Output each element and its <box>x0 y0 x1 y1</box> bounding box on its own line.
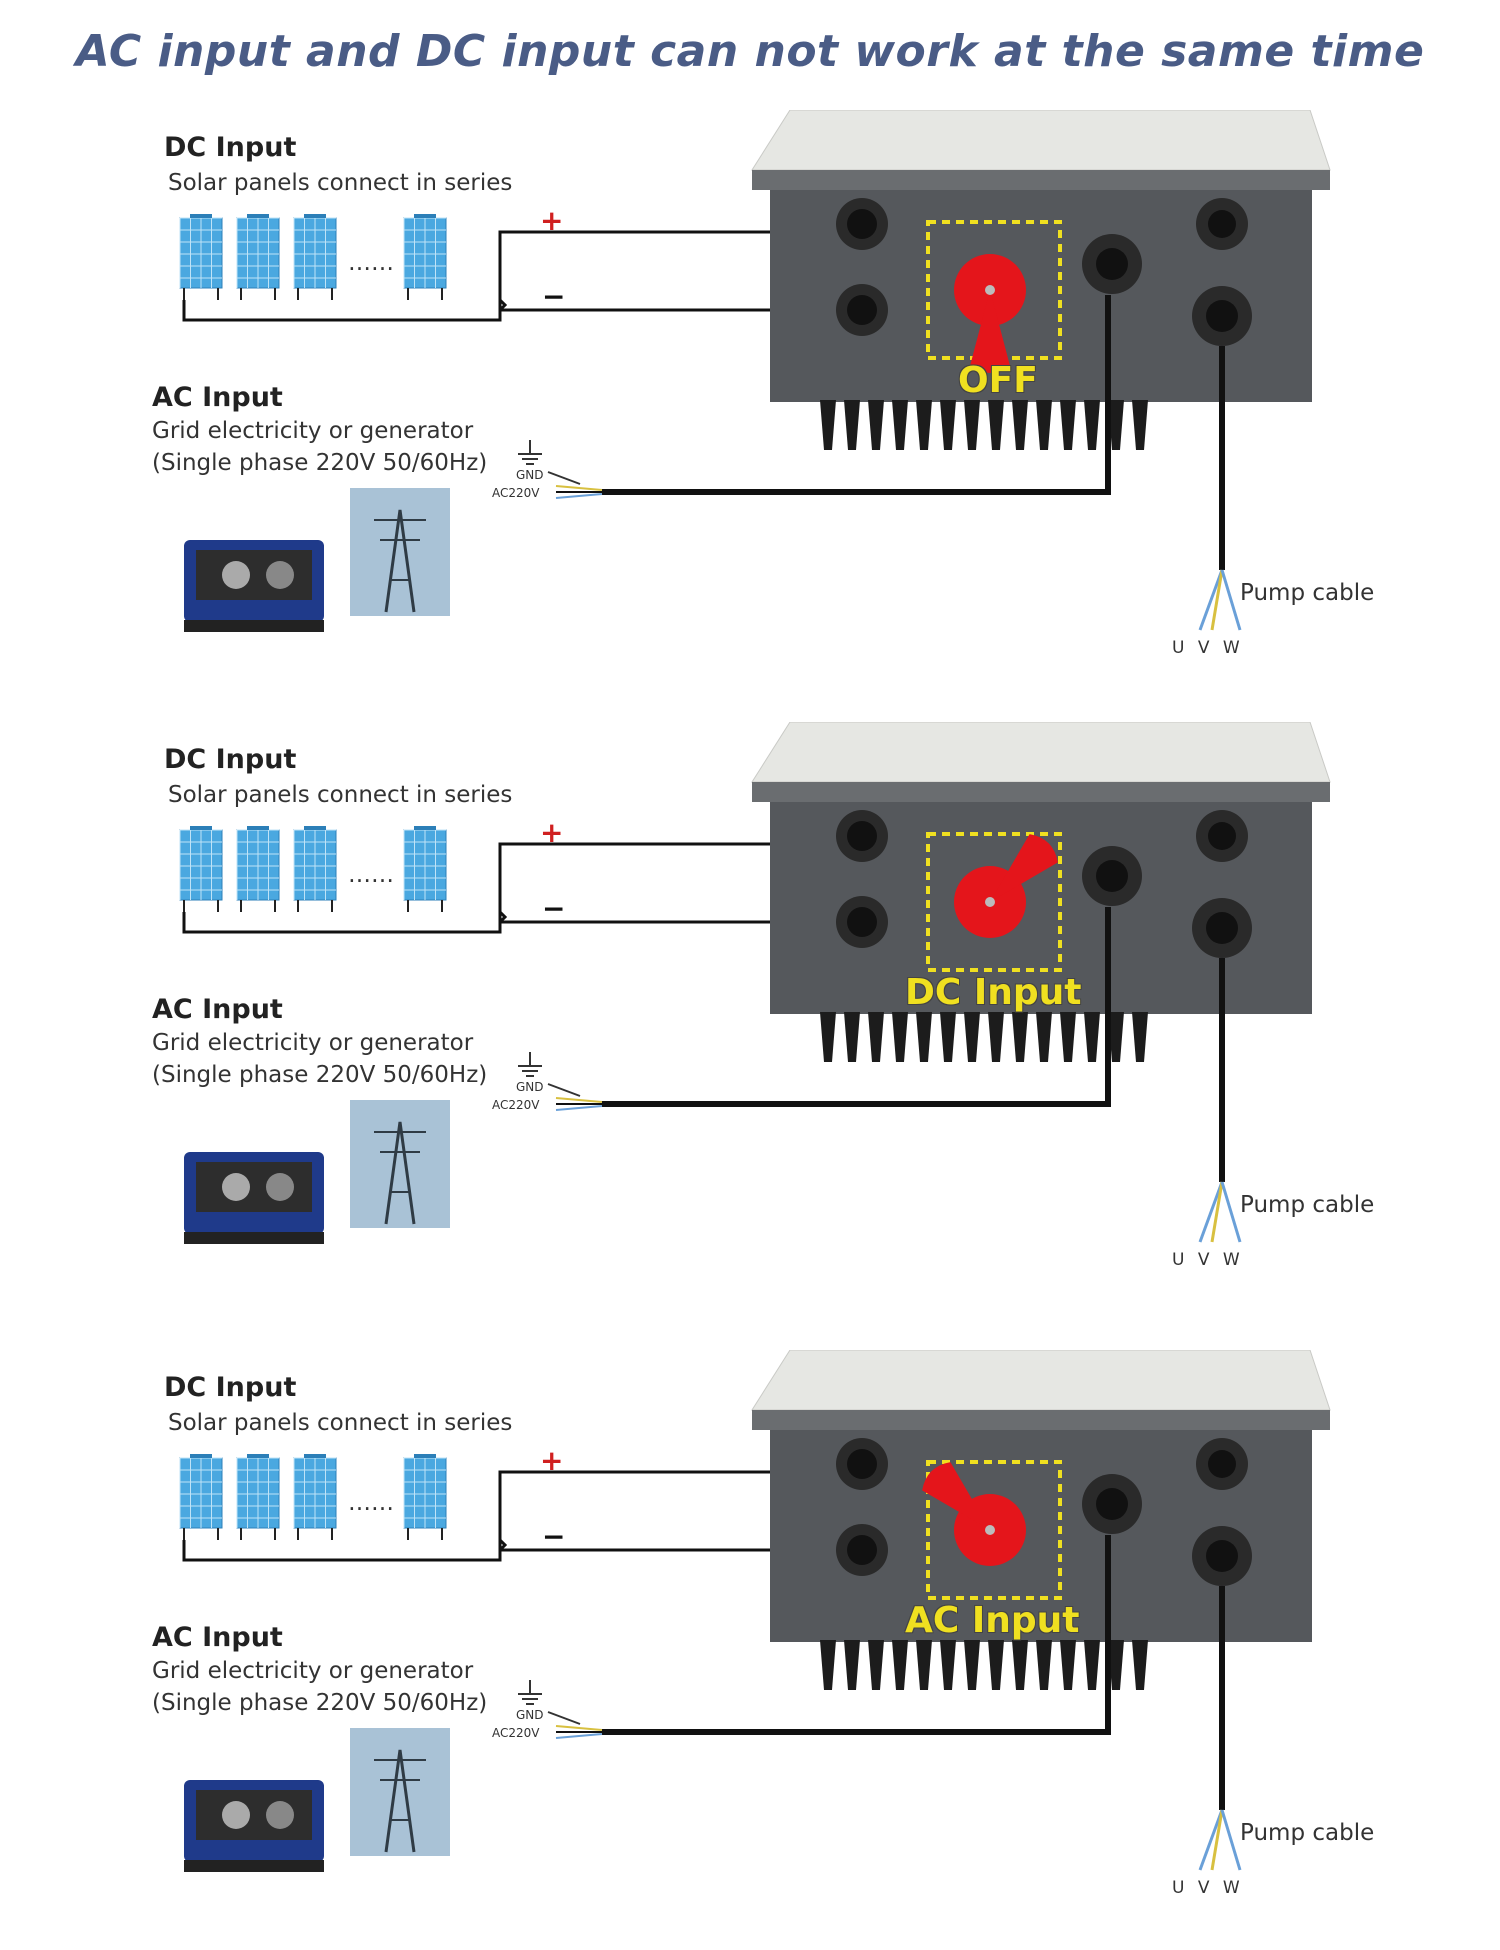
wiring-panel-dc-input: DC Input Solar panels connect in series … <box>0 722 1500 1322</box>
panels-ellipsis: …… <box>348 862 394 888</box>
ac-input-title: AC Input <box>152 382 283 413</box>
uvw-label: U V W <box>1172 1250 1244 1270</box>
solar-panel-icon <box>404 214 446 300</box>
power-tower-icon <box>350 1728 450 1856</box>
pump-cable-label: Pump cable <box>1240 1820 1374 1846</box>
gnd-label: GND <box>516 1080 544 1094</box>
gnd-label: GND <box>516 1708 544 1722</box>
ac-input-line1: Grid electricity or generator <box>152 1030 473 1056</box>
switch-state-label: OFF <box>958 360 1038 401</box>
ac220v-label: AC220V <box>492 486 540 500</box>
ac-input-line2: (Single phase 220V 50/60Hz) <box>152 1690 487 1716</box>
switch-state-label: DC Input <box>905 972 1081 1013</box>
power-tower-icon <box>350 1100 450 1228</box>
solar-panel-icon <box>294 826 336 912</box>
inverter-icon <box>752 110 1330 450</box>
uvw-label: U V W <box>1172 638 1244 658</box>
solar-panel-icon <box>180 826 222 912</box>
ac-input-line1: Grid electricity or generator <box>152 418 473 444</box>
dc-input-title: DC Input <box>164 744 296 775</box>
panels-ellipsis: …… <box>348 250 394 276</box>
ac-input-title: AC Input <box>152 1622 283 1653</box>
ac-input-line2: (Single phase 220V 50/60Hz) <box>152 450 487 476</box>
generator-icon <box>184 540 324 632</box>
page-title: AC input and DC input can not work at th… <box>0 26 1500 77</box>
panels-ellipsis: …… <box>348 1490 394 1516</box>
ac220v-label: AC220V <box>492 1726 540 1740</box>
solar-panel-icon <box>237 214 279 300</box>
ac-input-line2: (Single phase 220V 50/60Hz) <box>152 1062 487 1088</box>
dc-minus-label: − <box>542 892 565 925</box>
dc-plus-label: + <box>540 816 563 849</box>
solar-panel-icon <box>294 214 336 300</box>
wiring-panel-ac-input: DC Input Solar panels connect in series … <box>0 1350 1500 1950</box>
dc-input-subtitle: Solar panels connect in series <box>168 170 512 196</box>
dc-input-subtitle: Solar panels connect in series <box>168 782 512 808</box>
ac220v-label: AC220V <box>492 1098 540 1112</box>
dc-plus-label: + <box>540 1444 563 1477</box>
dc-input-title: DC Input <box>164 132 296 163</box>
generator-icon <box>184 1152 324 1244</box>
solar-panel-icon <box>180 1454 222 1540</box>
ac-input-title: AC Input <box>152 994 283 1025</box>
solar-panel-icon <box>237 826 279 912</box>
dc-input-subtitle: Solar panels connect in series <box>168 1410 512 1436</box>
pump-cable-label: Pump cable <box>1240 580 1374 606</box>
solar-panel-icon <box>180 214 222 300</box>
dc-input-title: DC Input <box>164 1372 296 1403</box>
gnd-label: GND <box>516 468 544 482</box>
pump-cable-label: Pump cable <box>1240 1192 1374 1218</box>
solar-panel-icon <box>404 1454 446 1540</box>
generator-icon <box>184 1780 324 1872</box>
solar-panel-icon <box>294 1454 336 1540</box>
uvw-label: U V W <box>1172 1878 1244 1898</box>
dc-minus-label: − <box>542 280 565 313</box>
power-tower-icon <box>350 488 450 616</box>
dc-plus-label: + <box>540 204 563 237</box>
switch-state-label: AC Input <box>905 1600 1079 1641</box>
ac-input-line1: Grid electricity or generator <box>152 1658 473 1684</box>
solar-panel-icon <box>237 1454 279 1540</box>
dc-minus-label: − <box>542 1520 565 1553</box>
solar-panel-icon <box>404 826 446 912</box>
wiring-panel-off: DC Input Solar panels connect in series … <box>0 110 1500 710</box>
